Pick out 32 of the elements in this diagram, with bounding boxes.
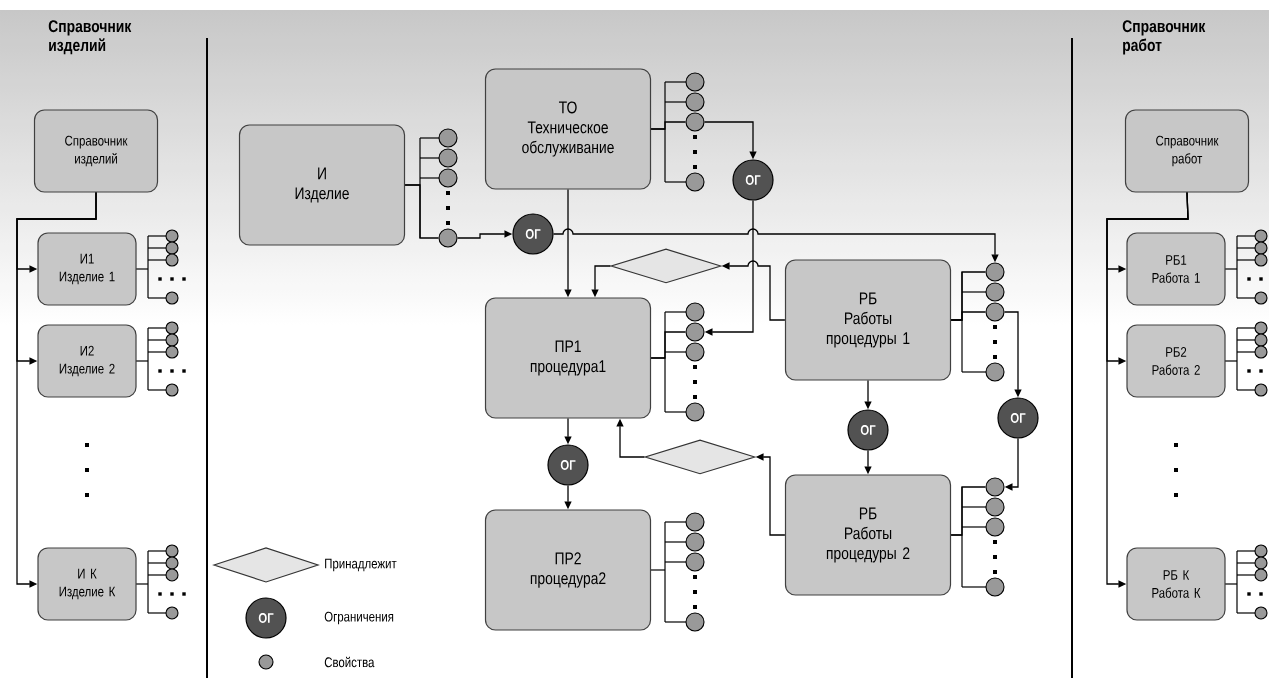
item-box: РБ2 Работа 2 <box>1126 324 1226 398</box>
connector-line <box>404 184 440 239</box>
catalog-box: Справочник изделий <box>33 109 159 193</box>
arrow <box>1106 191 1189 588</box>
process-box: ПР1 процедура1 <box>484 297 652 419</box>
connector-line <box>650 121 687 130</box>
legend-label: Принадлежит <box>325 558 397 572</box>
section-heading: Справочник изделий <box>48 20 132 55</box>
connector-line <box>650 331 687 359</box>
process-box: РБ Работы процедуры 2 <box>784 474 952 596</box>
item-box: РБ1 Работа 1 <box>1126 232 1226 306</box>
item-box: И2 Изделие 2 <box>37 324 137 398</box>
property-circle <box>685 112 705 132</box>
legend-label: Ограничения <box>324 611 394 625</box>
process-box: ПР2 процедура2 <box>484 509 652 631</box>
legend-label: Свойства <box>324 656 375 668</box>
catalog-box: Справочник работ <box>1124 109 1250 193</box>
connector-line <box>950 311 987 321</box>
arrow <box>16 191 97 588</box>
property-circle <box>685 322 705 342</box>
property-circle <box>985 302 1005 322</box>
section-heading: Справочник работ <box>1122 20 1206 55</box>
property-circle <box>438 228 458 248</box>
item-box: И К Изделие К <box>37 547 137 621</box>
process-box: РБ Работы процедуры 1 <box>784 259 952 381</box>
property-circle <box>985 477 1005 497</box>
item-box: РБ К Работа К <box>1126 547 1226 621</box>
process-box: И Изделие <box>238 124 406 246</box>
process-box: ТО Техническое обслуживание <box>484 68 652 190</box>
property-circle <box>985 262 1005 282</box>
item-box: И1 Изделие 1 <box>37 232 137 306</box>
connector-line <box>950 486 987 536</box>
